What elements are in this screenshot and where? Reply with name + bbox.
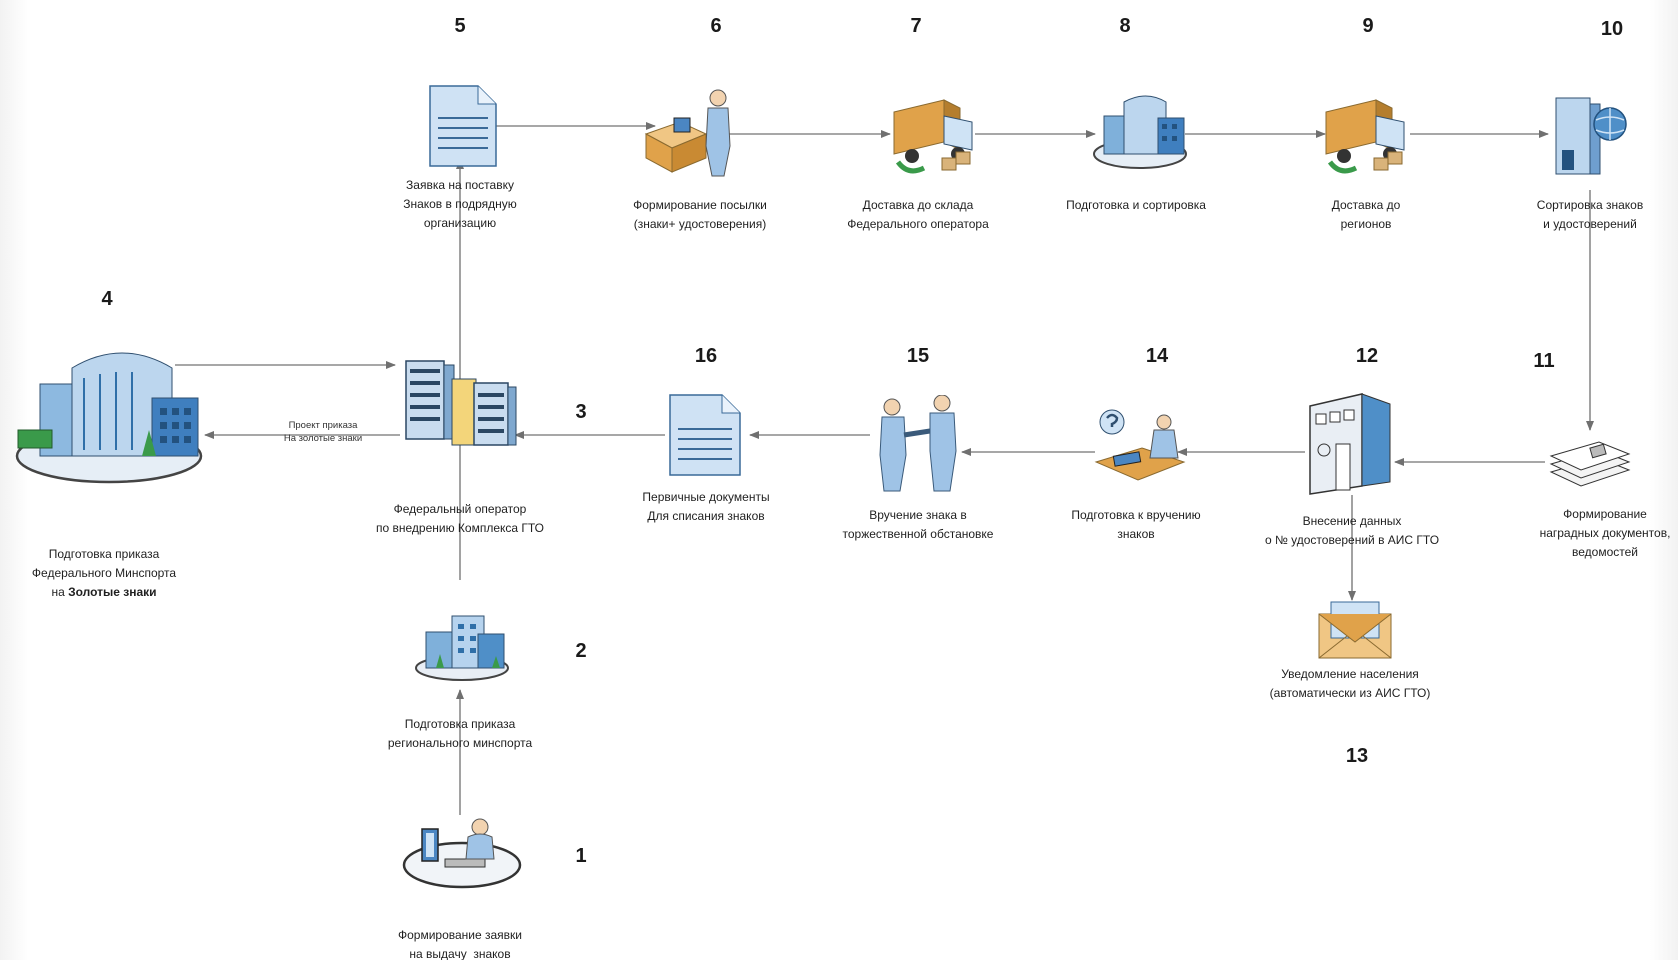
edge-label-draft-order: Проект приказа На золотые знаки bbox=[283, 420, 363, 444]
caption-7: Доставка до склада Федерального оператор… bbox=[847, 198, 989, 231]
step-number-2: 2 bbox=[575, 640, 587, 662]
parcel-packer-icon bbox=[640, 88, 740, 178]
regional-building-icon bbox=[412, 604, 512, 684]
caption-10: Сортировка знаков и удостоверений bbox=[1536, 198, 1644, 231]
envelope-icon bbox=[1315, 598, 1395, 660]
handshake-icon bbox=[870, 395, 965, 495]
server-cluster-icon bbox=[402, 355, 520, 450]
server-globe-icon bbox=[1548, 90, 1633, 180]
step-number-8: 8 bbox=[1119, 15, 1131, 37]
ministry-building-icon bbox=[12, 338, 207, 488]
consultant-desk-icon bbox=[1090, 408, 1190, 488]
step-number-6: 6 bbox=[710, 15, 722, 37]
document-icon bbox=[426, 84, 498, 168]
caption-5: Заявка на поставку Знаков в подрядную ор… bbox=[403, 178, 517, 230]
delivery-truck-icon bbox=[888, 92, 980, 180]
step-number-16: 16 bbox=[694, 345, 718, 367]
step-number-15: 15 bbox=[906, 345, 930, 367]
step-number-1: 1 bbox=[575, 845, 587, 867]
caption-11: Формирование наградных документов, ведом… bbox=[1539, 507, 1671, 559]
caption-4: Подготовка приказа Федерального Минспорт… bbox=[32, 545, 176, 602]
caption-4-prefix: на bbox=[51, 585, 69, 599]
desk-worker-icon bbox=[400, 815, 525, 895]
step-number-10: 10 bbox=[1600, 18, 1624, 40]
caption-8: Подготовка и сортировка bbox=[1066, 198, 1206, 212]
document-stack-icon bbox=[1545, 432, 1635, 492]
caption-14: Подготовка к вручению знаков bbox=[1071, 508, 1201, 541]
delivery-truck-icon-2 bbox=[1320, 92, 1412, 180]
caption-1: Формирование заявки на выдачу знаков bbox=[397, 928, 523, 960]
caption-16: Первичные документы Для списания знаков bbox=[642, 490, 770, 523]
step-number-9: 9 bbox=[1362, 15, 1374, 37]
step-number-4: 4 bbox=[101, 288, 113, 310]
caption-12: Внесение данных о № удостоверений в АИС … bbox=[1264, 514, 1440, 547]
caption-3: Федеральный оператор по внедрению Компле… bbox=[375, 502, 545, 535]
warehouse-building-icon bbox=[1090, 88, 1190, 172]
step-number-14: 14 bbox=[1145, 345, 1169, 367]
caption-13: Уведомление населения (автоматически из … bbox=[1269, 667, 1431, 700]
step-number-3: 3 bbox=[575, 401, 587, 423]
document-icon-2 bbox=[666, 393, 744, 477]
step-number-13: 13 bbox=[1345, 745, 1369, 767]
caption-4-bold: Золотые знаки bbox=[68, 585, 157, 599]
caption-9: Доставка до регионов bbox=[1331, 198, 1401, 231]
caption-4-lines: Подготовка приказа Федерального Минспорт… bbox=[31, 547, 177, 580]
caption-2: Подготовка приказа регионального минспор… bbox=[387, 717, 533, 750]
step-number-12: 12 bbox=[1355, 345, 1379, 367]
step-number-11: 11 bbox=[1533, 350, 1555, 372]
caption-6: Формирование посылки (знаки+ удостоверен… bbox=[633, 198, 767, 231]
caption-15: Вручение знака в торжественной обстановк… bbox=[842, 508, 994, 541]
step-number-5: 5 bbox=[454, 15, 466, 37]
step-number-7: 7 bbox=[910, 15, 922, 37]
terminal-kiosk-icon bbox=[1300, 388, 1400, 498]
